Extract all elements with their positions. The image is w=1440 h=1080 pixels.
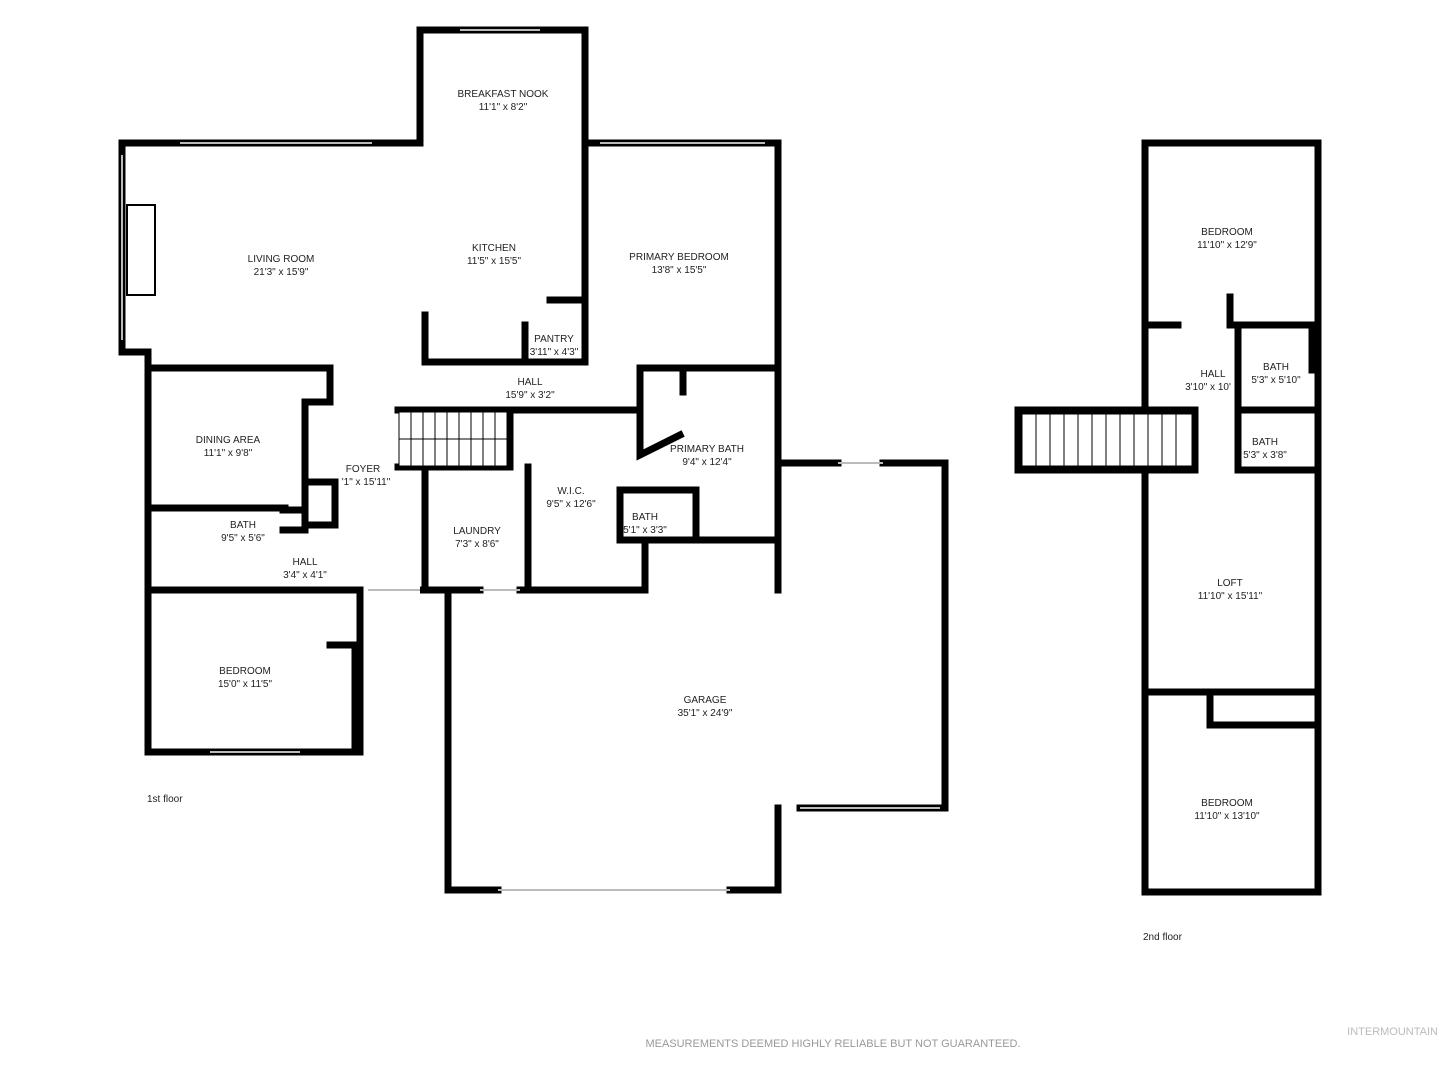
room-name: BEDROOM xyxy=(219,666,271,677)
room-name: PANTRY xyxy=(534,334,574,345)
room-dim: 9'5" x 12'6" xyxy=(546,499,596,510)
room-dim: 11'1" x 8'2" xyxy=(479,102,528,113)
room-dim: 11'10" x 13'10" xyxy=(1194,811,1260,822)
room-name: LOFT xyxy=(1217,578,1243,589)
room-dim: 3'10" x 10' xyxy=(1185,382,1231,393)
room-name: DINING AREA xyxy=(196,435,261,446)
room-name: BATH xyxy=(1263,362,1289,373)
room-labels: BREAKFAST NOOK 11'1" x 8'2" LIVING ROOM … xyxy=(196,89,1301,822)
room-dim: 11'10" x 15'11" xyxy=(1198,591,1263,602)
room-name: HALL xyxy=(517,377,542,388)
room-name: BREAKFAST NOOK xyxy=(458,89,549,100)
room-name: BEDROOM xyxy=(1201,798,1253,809)
room-name: PRIMARY BEDROOM xyxy=(629,252,729,263)
room-name: HALL xyxy=(1200,369,1225,380)
stairs-first-floor xyxy=(398,411,508,467)
room-dim: 11'5" x 15'5" xyxy=(467,256,522,267)
room-name: LAUNDRY xyxy=(453,526,501,537)
room-name: KITCHEN xyxy=(472,243,516,254)
floor-label-second: 2nd floor xyxy=(1143,932,1183,943)
room-dim: 9'4" x 12'4" xyxy=(682,457,732,468)
room-dim: 13'8" x 15'5" xyxy=(652,265,707,276)
disclaimer: MEASUREMENTS DEEMED HIGHLY RELIABLE BUT … xyxy=(645,1038,1020,1050)
room-dim: 11'10" x 12'9" xyxy=(1197,240,1257,251)
room-dim: 11'1" x 9'8" xyxy=(204,448,253,459)
floor-label-first: 1st floor xyxy=(147,794,183,805)
walls-first-floor xyxy=(118,26,949,894)
room-name: BATH xyxy=(230,520,256,531)
room-dim: 35'1" x 24'9" xyxy=(678,708,733,719)
stairs-second-floor xyxy=(1021,413,1193,467)
room-name: BEDROOM xyxy=(1201,227,1253,238)
room-dim: 5'3" x 5'10" xyxy=(1251,375,1301,386)
room-name: BATH xyxy=(1252,437,1278,448)
room-dim: 15'0" x 11'5" xyxy=(218,679,273,690)
room-dim: 21'3" x 15'9" xyxy=(254,267,309,278)
room-dim: 7'3" x 8'6" xyxy=(455,539,499,550)
room-dim: 3'11" x 4'3" xyxy=(530,347,579,358)
room-dim: 5'3" x 3'8" xyxy=(1243,450,1287,461)
fireplace xyxy=(126,204,156,296)
room-dim: 15'9" x 3'2" xyxy=(505,390,555,401)
room-name: LIVING ROOM xyxy=(248,254,315,265)
room-name: PRIMARY BATH xyxy=(670,444,744,455)
room-name: W.I.C. xyxy=(557,486,584,497)
walls-second-floor xyxy=(1014,139,1322,896)
room-name: FOYER xyxy=(346,464,380,475)
room-dim: 5'1" x 3'3" xyxy=(623,525,667,536)
room-name: GARAGE xyxy=(684,695,727,706)
room-dim: '1" x 15'11" xyxy=(342,477,391,488)
room-name: BATH xyxy=(632,512,658,523)
brand-watermark: INTERMOUNTAIN xyxy=(1347,1026,1438,1038)
room-dim: 9'5" x 5'6" xyxy=(221,533,265,544)
room-name: HALL xyxy=(292,557,317,568)
room-dim: 3'4" x 4'1" xyxy=(283,570,327,581)
